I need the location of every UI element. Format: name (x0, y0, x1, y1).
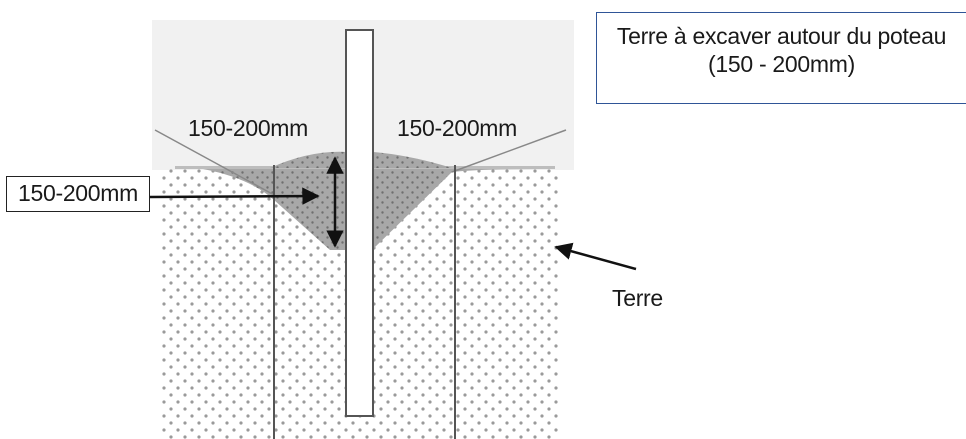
post (345, 29, 374, 417)
depth-label: 150-200mm (17, 180, 139, 206)
callout-line-1: Terre à excaver autour du poteau (616, 23, 947, 49)
callout-line-2: (150 - 200mm) (708, 51, 855, 77)
depth-leader-arrow (149, 187, 320, 205)
excavation-callout: Terre à excaver autour du poteau (150 - … (596, 12, 966, 104)
slope-line-left (154, 129, 277, 197)
soil-leader-arrow (554, 242, 637, 271)
left-width-label: 150-200mm (188, 115, 309, 141)
soil-label: Terre (612, 285, 663, 311)
depth-label-box: 150-200mm (6, 176, 150, 212)
right-width-label: 150-200mm (397, 115, 518, 141)
slope-line-right (451, 129, 567, 173)
